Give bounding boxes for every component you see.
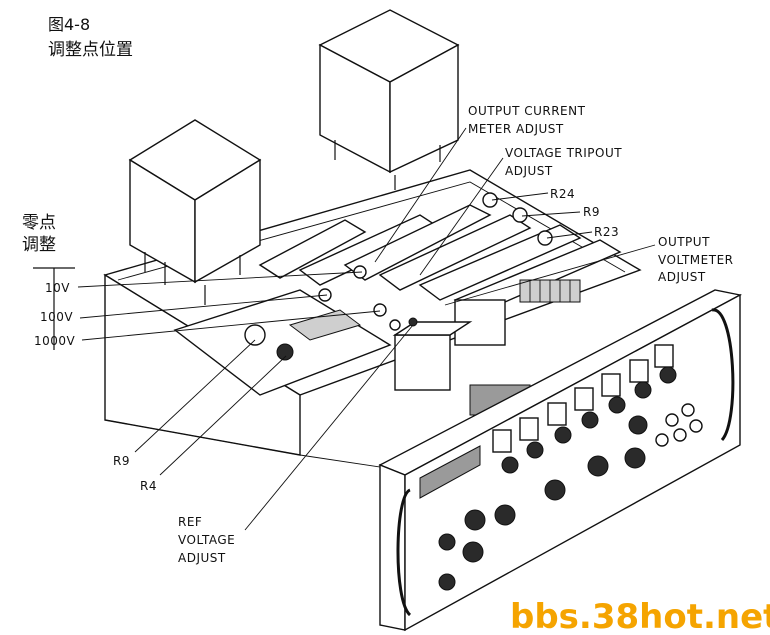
callout-output-current-1: OUTPUT CURRENT	[468, 104, 586, 118]
knob-1	[501, 456, 519, 474]
panel-window-2	[519, 417, 539, 441]
pot-ref	[389, 319, 401, 331]
handle-left	[396, 488, 412, 617]
binding-post-3	[673, 428, 687, 442]
transformer-left-side	[194, 158, 261, 284]
handle-right	[711, 308, 735, 442]
leader-1000v	[81, 310, 381, 341]
binding-post-1	[665, 413, 679, 427]
leader-output-current	[374, 127, 467, 263]
chassis-floor-edge	[104, 419, 401, 471]
leader-r24	[491, 192, 549, 201]
knob-6	[634, 381, 652, 399]
pot-r9-top	[512, 207, 528, 223]
callout-r9-left: R9	[113, 454, 130, 468]
leader-voltage-tripout	[419, 157, 504, 276]
leader-r23	[546, 231, 593, 239]
callout-ref-2: VOLTAGE	[178, 533, 235, 547]
front-panel	[378, 289, 743, 632]
knob-2	[526, 441, 544, 459]
display-window	[419, 445, 481, 499]
heat-sink	[519, 279, 581, 303]
range-label-100v: 100V	[40, 310, 73, 324]
callout-output-voltmeter-3: ADJUST	[658, 270, 706, 284]
knob-large-2	[587, 455, 609, 477]
board-lower-left-chip	[288, 309, 362, 341]
transformer-left	[128, 119, 262, 305]
callout-output-current-2: METER ADJUST	[468, 122, 564, 136]
figure-number: 图4-8	[48, 15, 90, 34]
callout-output-voltmeter-2: VOLTMETER	[658, 253, 734, 267]
callout-r23: R23	[594, 225, 619, 239]
transformer-right	[318, 9, 460, 190]
board-a	[258, 219, 367, 279]
knob-range-4	[462, 541, 484, 563]
figure-caption: 调整点位置	[48, 40, 133, 60]
panel-window-6	[629, 359, 649, 383]
callout-output-voltmeter-1: OUTPUT	[658, 235, 710, 249]
pot-1000v	[373, 303, 387, 317]
binding-post-5	[655, 433, 669, 447]
leader-r9-top	[521, 211, 581, 217]
leader-100v	[79, 294, 328, 319]
callout-r4: R4	[140, 479, 157, 493]
pot-r4	[276, 343, 294, 361]
knob-range-2	[494, 504, 516, 526]
knob-3	[554, 426, 572, 444]
callout-r9-top: R9	[583, 205, 600, 219]
knob-4	[581, 411, 599, 429]
callout-voltage-tripout-2: ADJUST	[505, 164, 553, 178]
text-labels: 图4-8 调整点位置 零点 调整 10V 100V 1000V OUTPUT C…	[22, 15, 770, 635]
callout-r24: R24	[550, 187, 575, 201]
knob-7	[659, 366, 677, 384]
pot-r23	[537, 230, 553, 246]
knob-range-3	[438, 533, 456, 551]
callout-ref-1: REF	[178, 515, 202, 529]
knob-large-3	[624, 447, 646, 469]
pot-r9	[244, 324, 266, 346]
module-block-2	[394, 334, 451, 391]
knob-large-1	[544, 479, 566, 501]
zero-label-line2: 调整	[22, 235, 56, 255]
binding-post-2	[681, 403, 695, 417]
leader-r4	[159, 355, 287, 476]
binding-post-4	[689, 419, 703, 433]
callout-ref-3: ADJUST	[178, 551, 226, 565]
range-label-10v: 10V	[45, 281, 70, 295]
knob-5	[608, 396, 626, 414]
panel-window-5	[601, 373, 621, 397]
panel-window-3	[547, 402, 567, 426]
leader-10v	[77, 271, 363, 288]
leader-output-voltmeter	[444, 244, 656, 306]
knob-range-1	[464, 509, 486, 531]
panel-window-1	[492, 429, 512, 453]
range-label-1000v: 1000V	[34, 334, 76, 348]
leader-ref-voltage	[244, 324, 414, 531]
knob-power	[438, 573, 456, 591]
panel-window-4	[574, 387, 594, 411]
front-panel-face	[404, 293, 741, 632]
knob-large-4	[628, 415, 648, 435]
leader-r9-left	[134, 339, 256, 453]
board-d	[378, 214, 532, 291]
zero-label-line1: 零点	[22, 213, 56, 233]
watermark-text: bbs.38hot.net	[510, 597, 770, 635]
panel-window-7	[654, 344, 674, 368]
pot-r24	[482, 192, 498, 208]
front-panel-left-edge	[379, 463, 406, 631]
callout-voltage-tripout-1: VOLTAGE TRIPOUT	[505, 146, 622, 160]
leader-lines	[33, 127, 656, 531]
pot-ref-knob	[408, 317, 418, 327]
